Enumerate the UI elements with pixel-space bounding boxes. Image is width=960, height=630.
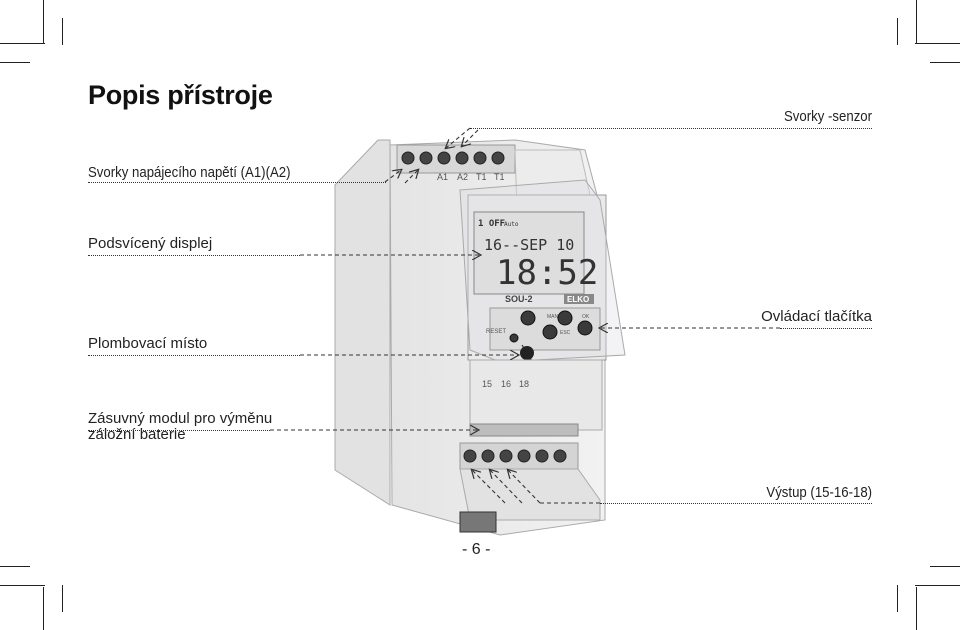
crop-mark: [62, 585, 63, 612]
crop-mark: [930, 566, 960, 567]
button-label: OK: [582, 314, 590, 320]
crop-mark: [0, 62, 30, 63]
reset-label: RESET: [486, 329, 506, 335]
battery-module-slot: [469, 423, 579, 437]
leader-line: [600, 503, 872, 504]
crop-mark: [930, 62, 960, 63]
top-terminal-label: A1: [437, 172, 448, 182]
label-sensor-terminals: Svorky -senzor: [783, 108, 872, 125]
display-mode: Auto: [504, 221, 519, 228]
crop-mark: [916, 0, 917, 43]
leader-line: [88, 255, 300, 256]
leader-arrow: [446, 127, 471, 148]
label-battery-module-line2: záložní baterie: [88, 426, 186, 443]
crop-mark: [0, 43, 45, 44]
crop-mark: [897, 18, 898, 45]
label-battery-module-line1: Zásuvný modul pro výměnu: [88, 410, 273, 427]
leader-arrow: [404, 170, 418, 184]
bottom-terminal-label: 16: [501, 379, 511, 389]
crop-mark: [43, 0, 44, 43]
button-label: ESC: [560, 330, 571, 336]
crop-mark: [62, 18, 63, 45]
control-button: [509, 333, 519, 343]
leader-line: [88, 182, 386, 183]
din-clip: [459, 511, 497, 533]
bottom-terminal-label: 18: [519, 379, 529, 389]
crop-mark: [43, 587, 44, 630]
crop-mark: [897, 585, 898, 612]
crop-mark: [916, 587, 917, 630]
leader-line: [88, 355, 300, 356]
button-label: MAN: [547, 314, 559, 320]
page-number: - 6 -: [462, 541, 491, 558]
leader-line: [88, 430, 270, 431]
crop-mark: [0, 566, 30, 567]
crop-mark: [0, 585, 45, 586]
label-output: Výstup (15-16-18): [766, 484, 872, 501]
brand-label: ELKO: [567, 295, 589, 304]
crop-mark: [915, 585, 960, 586]
lower-body: [469, 359, 603, 431]
leader-arrow: [384, 170, 401, 183]
leader-line: [470, 128, 872, 129]
top-terminal-label: T1: [476, 172, 487, 182]
label-seal-point: Plombovací místo: [88, 335, 208, 352]
leader-line: [780, 328, 872, 329]
crop-mark: [915, 43, 960, 44]
model-label: SOU-2: [505, 294, 533, 304]
control-button: [557, 310, 573, 326]
control-button: [542, 324, 558, 340]
display-date: 16--SEP 10: [484, 236, 574, 254]
control-button: [577, 320, 593, 336]
label-backlit-display: Podsvícený displej: [88, 235, 213, 252]
display-status: 1 OFF: [478, 219, 505, 229]
top-terminal-label: T1: [494, 172, 505, 182]
page-title: Popis přístroje: [88, 80, 273, 110]
control-button: [520, 310, 536, 326]
lcd-display: [473, 211, 585, 295]
label-control-buttons: Ovládací tlačítka: [761, 308, 872, 325]
device-side-panel: [334, 139, 391, 506]
leader-arrow: [490, 470, 523, 504]
label-supply-terminals: Svorky napájecího napětí (A1)(A2): [88, 164, 291, 181]
leader-arrow: [462, 129, 479, 146]
top-terminal-label: A2: [457, 172, 468, 182]
display-time: 18:52: [496, 253, 598, 293]
leader-arrow: [472, 470, 506, 504]
bottom-terminal-label: 15: [482, 379, 492, 389]
leader-arrow: [508, 470, 541, 504]
